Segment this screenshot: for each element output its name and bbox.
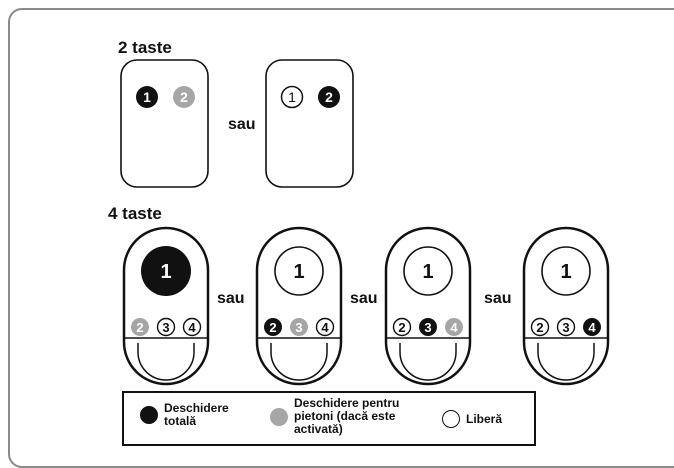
svg-text:4: 4 — [188, 320, 196, 335]
svg-text:2: 2 — [269, 320, 276, 335]
key-2-pedestrian: 2 — [131, 318, 149, 336]
remote-ring — [399, 343, 457, 381]
key-4-free: 4 — [315, 317, 335, 337]
key-label: 1 — [288, 89, 296, 105]
key-2-free: 2 — [392, 317, 412, 337]
key-label: 2 — [325, 89, 333, 105]
svg-text:4: 4 — [321, 320, 329, 335]
svg-text:3: 3 — [562, 320, 569, 335]
key-2-pedestrian: 2 — [173, 86, 195, 108]
key-label: 2 — [180, 89, 188, 105]
svg-text:1: 1 — [560, 261, 571, 283]
main-key-free: 1 — [403, 246, 453, 296]
key-3-free: 3 — [556, 317, 576, 337]
key-3-free: 3 — [156, 317, 176, 337]
key-3-full-open: 3 — [419, 318, 437, 336]
key-2-free: 2 — [530, 317, 550, 337]
black-dot-icon — [140, 406, 158, 424]
legend-item-pedestrian: Deschidere pentru pietoni (dacă este act… — [270, 397, 399, 436]
svg-text:2: 2 — [398, 320, 405, 335]
key-3-pedestrian: 3 — [290, 318, 308, 336]
remote-4keys-2: 1 2 3 4 — [255, 226, 343, 386]
main-key-full-open: 1 — [141, 246, 191, 296]
svg-text:3: 3 — [424, 320, 431, 335]
remote-4keys-3: 1 2 3 4 — [384, 226, 472, 386]
remotes-diagram: 1 2 1 2 1 2 3 — [120, 59, 610, 386]
svg-text:4: 4 — [588, 320, 596, 335]
separator-sau-4keys-1: sau — [217, 290, 245, 307]
svg-text:4: 4 — [450, 320, 458, 335]
remote-ring — [537, 343, 595, 381]
key-1-free: 1 — [280, 85, 304, 109]
svg-text:3: 3 — [162, 320, 169, 335]
legend-pedestrian-line3: activată) — [294, 422, 343, 436]
key-2-pedestrian-black: 2 — [318, 86, 340, 108]
remote-ring — [270, 343, 328, 381]
grey-dot-icon — [270, 407, 288, 426]
legend: Deschidere totală Deschidere pentru piet… — [122, 391, 536, 446]
legend-full-open-line1: Deschidere — [164, 401, 229, 415]
svg-text:1: 1 — [293, 261, 304, 283]
svg-text:1: 1 — [422, 261, 433, 283]
remote-2keys-b: 1 2 — [265, 59, 354, 188]
remote-body — [265, 59, 354, 188]
remote-body — [120, 59, 209, 188]
legend-item-full-open: Deschidere totală — [140, 402, 229, 428]
legend-pedestrian-line2: pietoni (dacă este — [294, 409, 396, 423]
svg-text:2: 2 — [136, 320, 143, 335]
section-title-2-keys: 2 taste — [118, 38, 172, 57]
remote-4keys-4: 1 2 3 4 — [522, 226, 610, 386]
white-dot-icon — [442, 410, 460, 428]
remote-4keys-1: 1 2 3 4 — [122, 226, 210, 386]
svg-text:1: 1 — [160, 261, 171, 283]
remote-2keys-a: 1 2 — [120, 59, 209, 188]
svg-text:2: 2 — [536, 320, 543, 335]
key-4-free: 4 — [182, 317, 202, 337]
key-4-full-open: 4 — [583, 318, 601, 336]
legend-pedestrian-line1: Deschidere pentru — [294, 396, 400, 410]
legend-item-free: Liberă — [442, 410, 502, 428]
separator-sau-4keys-3: sau — [484, 290, 512, 307]
svg-text:3: 3 — [295, 320, 302, 335]
key-label: 1 — [143, 89, 151, 105]
remote-ring — [137, 343, 195, 381]
separator-sau-2keys: sau — [228, 116, 256, 133]
legend-full-open-line2: totală — [164, 414, 197, 428]
legend-free-label: Liberă — [466, 411, 503, 426]
main-key-free: 1 — [274, 246, 324, 296]
key-2-full-open: 2 — [264, 318, 282, 336]
key-1-full-open: 1 — [136, 86, 158, 108]
key-4-pedestrian: 4 — [445, 318, 463, 336]
section-title-4-keys: 4 taste — [108, 204, 162, 223]
separator-sau-4keys-2: sau — [350, 290, 378, 307]
main-key-free: 1 — [541, 246, 591, 296]
